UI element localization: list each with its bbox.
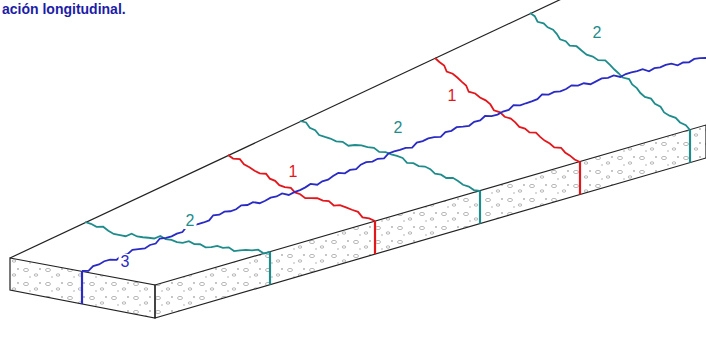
crack-depth — [579, 162, 581, 195]
callout-number: 3 — [119, 254, 132, 270]
crack-depth — [479, 191, 481, 224]
crack-line — [228, 155, 375, 221]
crack-line — [82, 58, 706, 271]
slab-side — [155, 125, 706, 318]
slab-end — [10, 258, 155, 318]
callout-number: 2 — [591, 25, 604, 41]
crack-line — [85, 222, 270, 253]
callout-number: 1 — [446, 88, 459, 104]
crack-depth — [81, 271, 83, 304]
crack-depth — [689, 130, 691, 163]
slab-edge — [10, 0, 570, 258]
title: ación longitudinal. — [2, 1, 126, 17]
callout-number: 2 — [392, 120, 405, 136]
callout-number: 2 — [184, 213, 197, 229]
crack-depth — [269, 252, 271, 285]
crack-depth — [374, 221, 376, 254]
crack-line — [530, 13, 690, 130]
callout-number: 1 — [287, 164, 300, 180]
